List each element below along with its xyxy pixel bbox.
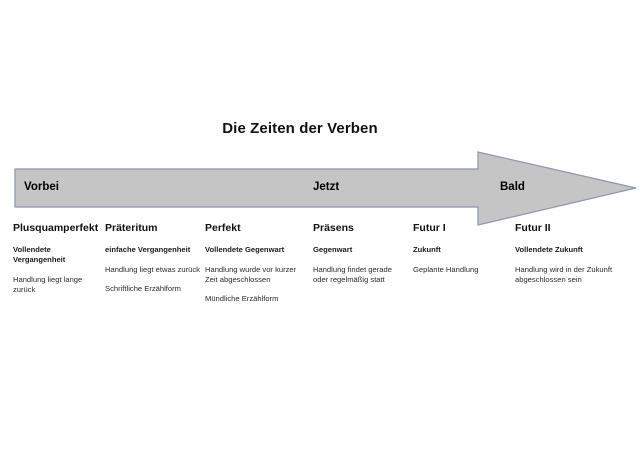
tense-extra: Mündliche Erzählform bbox=[205, 294, 279, 303]
arrow-label-past: Vorbei bbox=[24, 181, 59, 193]
tense-description: Handlung liegt etwas zurück bbox=[105, 265, 200, 274]
tense-column-praesens: Präsens Gegenwart Handlung findet gerade… bbox=[313, 222, 409, 294]
tense-subtitle: einfache Vergangenheit bbox=[105, 245, 191, 254]
tense-description: Handlung liegt lange zurück bbox=[13, 275, 83, 294]
tense-description: Handlung findet gerade oder regelmäßig s… bbox=[313, 265, 392, 284]
tense-subtitle: Vollendete Gegenwart bbox=[205, 245, 285, 254]
tense-name: Futur II bbox=[515, 222, 551, 234]
tense-column-praeteritum: Präteritum einfache Vergangenheit Handlu… bbox=[105, 222, 203, 303]
tense-name: Präsens bbox=[313, 222, 354, 234]
tense-description: Geplante Handlung bbox=[413, 265, 479, 274]
arrow-label-present: Jetzt bbox=[313, 181, 340, 193]
tense-name: Perfekt bbox=[205, 222, 241, 234]
tense-name: Plusquamperfekt bbox=[13, 222, 99, 234]
tense-subtitle: Zukunft bbox=[413, 245, 441, 254]
tense-column-plusquamperfekt: Plusquamperfekt Vollendete Vergangenheit… bbox=[13, 222, 105, 304]
tense-column-perfekt: Perfekt Vollendete Gegenwart Handlung wu… bbox=[205, 222, 309, 313]
tense-subtitle: Gegenwart bbox=[313, 245, 353, 254]
tense-name: Futur I bbox=[413, 222, 446, 234]
tense-extra: Schriftliche Erzählform bbox=[105, 284, 181, 293]
tense-column-futur-1: Futur I Zukunft Geplante Handlung bbox=[413, 222, 509, 284]
arrow-label-future: Bald bbox=[500, 181, 525, 193]
tense-description: Handlung wird in der Zukunft abgeschloss… bbox=[515, 265, 613, 284]
tense-name: Präteritum bbox=[105, 222, 158, 234]
tense-subtitle: Vollendete Zukunft bbox=[515, 245, 583, 254]
tense-columns: Plusquamperfekt Vollendete Vergangenheit… bbox=[0, 222, 640, 342]
timeline-arrow-shape bbox=[14, 151, 637, 226]
timeline-arrow bbox=[0, 144, 640, 236]
page-title: Die Zeiten der Verben bbox=[222, 120, 378, 137]
tense-description: Handlung wurde vor kurzer Zeit abgeschlo… bbox=[205, 265, 297, 284]
arrow-polygon bbox=[14, 151, 637, 226]
tense-column-futur-2: Futur II Vollendete Zukunft Handlung wir… bbox=[515, 222, 615, 294]
tense-subtitle: Vollendete Vergangenheit bbox=[13, 245, 66, 264]
